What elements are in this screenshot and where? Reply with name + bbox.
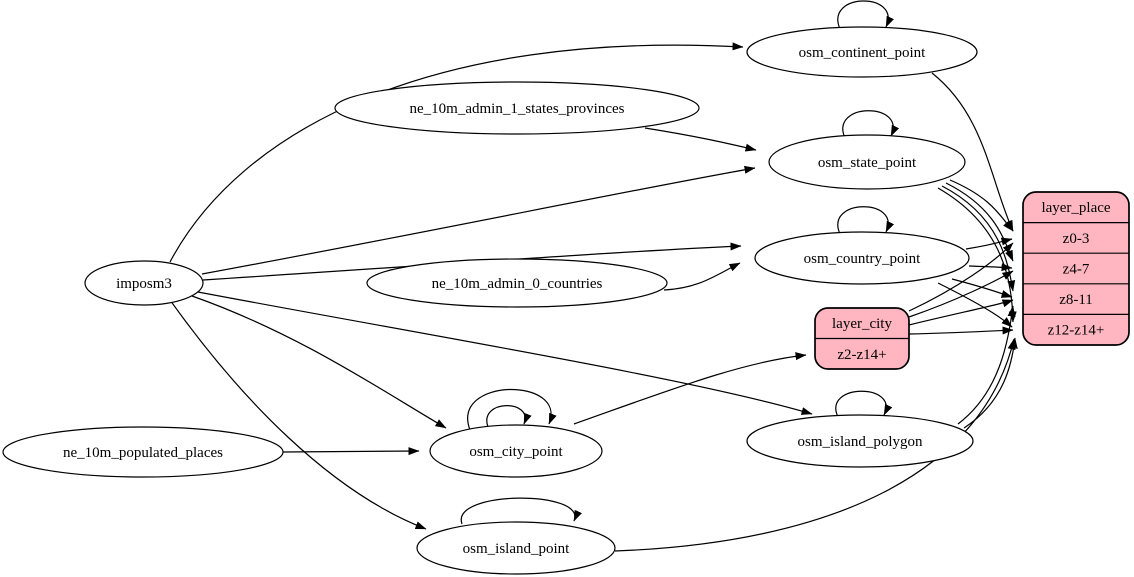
edge-imposm3-islandpolygon bbox=[197, 291, 813, 415]
node-osm-continent-point: osm_continent_point bbox=[746, 26, 978, 78]
edge-country-z8-11 bbox=[951, 278, 1013, 298]
edge-layercity-z8-11 bbox=[908, 299, 1014, 326]
imposm3-label: imposm3 bbox=[116, 276, 172, 292]
islandpoint-ellipse bbox=[416, 521, 616, 575]
edge-group bbox=[169, 0, 1018, 552]
node-ne-10m-admin-1-states-provinces: ne_10m_admin_1_states_provinces bbox=[334, 81, 700, 135]
edge-state-z4-7 bbox=[945, 182, 1014, 262]
layer-place-row-z0-3: z0-3 bbox=[1063, 231, 1090, 247]
layer-place-title: layer_place bbox=[1041, 200, 1110, 216]
edge-state-z8-11 bbox=[941, 185, 1016, 292]
imposm3-ellipse bbox=[84, 260, 204, 306]
node-imposm3: imposm3 bbox=[84, 260, 204, 306]
edge-ne0-country bbox=[663, 262, 741, 291]
islandpolygon-label: osm_island_polygon bbox=[797, 434, 923, 450]
edge-country-z0-3 bbox=[965, 237, 1013, 250]
layer-place-row-z12-z14: z12-z14+ bbox=[1048, 323, 1105, 339]
layer-city-title: layer_city bbox=[832, 316, 892, 332]
edge-continent-z0-3 bbox=[931, 72, 1014, 232]
layer-place-box bbox=[1022, 191, 1130, 346]
node-osm-country-point: osm_country_point bbox=[754, 231, 970, 285]
layer-place-row-z8-11: z8-11 bbox=[1059, 292, 1093, 308]
edge-city-layercity bbox=[573, 352, 807, 425]
edge-islandpolygon-z8-11 bbox=[957, 305, 1016, 425]
continent-label: osm_continent_point bbox=[799, 45, 926, 61]
selfloop-city-inner bbox=[486, 405, 532, 428]
selfloop-country bbox=[837, 206, 895, 235]
islandpolygon-ellipse bbox=[746, 414, 974, 468]
ne0-label: ne_10m_admin_0_countries bbox=[432, 276, 603, 292]
city-label: osm_city_point bbox=[469, 444, 563, 460]
node-osm-city-point: osm_city_point bbox=[429, 424, 603, 478]
edge-layercity-z4-7 bbox=[908, 270, 1014, 318]
edge-imposm3-islandpoint bbox=[169, 299, 427, 530]
nepop-label: ne_10m_populated_places bbox=[63, 445, 223, 461]
node-ne-10m-populated-places: ne_10m_populated_places bbox=[2, 426, 284, 478]
selfloop-city-outer bbox=[467, 388, 557, 431]
edge-state-z0-3 bbox=[949, 179, 1014, 232]
edge-imposm3-continent bbox=[169, 42, 744, 263]
node-layer-city: layer_city z2-z14+ bbox=[814, 307, 910, 370]
nepop-ellipse bbox=[2, 426, 284, 478]
edge-imposm3-city bbox=[191, 295, 447, 429]
country-ellipse bbox=[754, 231, 970, 285]
ne0-ellipse bbox=[366, 258, 668, 308]
ne1-ellipse bbox=[334, 81, 700, 135]
selfloop-islandpolygon bbox=[835, 390, 893, 418]
selfloop-islandpoint bbox=[460, 497, 582, 525]
state-ellipse bbox=[768, 134, 966, 190]
continent-ellipse bbox=[746, 26, 978, 78]
ne1-label: ne_10m_admin_1_states_provinces bbox=[410, 101, 625, 117]
node-osm-state-point: osm_state_point bbox=[768, 134, 966, 190]
islandpoint-label: osm_island_point bbox=[463, 541, 571, 557]
node-layer-place: layer_place z0-3 z4-7 z8-11 z12-z14+ bbox=[1022, 191, 1130, 346]
edge-ne1-state bbox=[644, 127, 757, 152]
selfloop-continent bbox=[837, 0, 894, 30]
node-ne-10m-admin-0-countries: ne_10m_admin_0_countries bbox=[366, 258, 668, 308]
edge-layercity-z12 bbox=[908, 326, 1014, 335]
city-ellipse bbox=[429, 424, 603, 478]
layer-place-row-z4-7: z4-7 bbox=[1063, 262, 1090, 278]
layer-city-row-z2-z14: z2-z14+ bbox=[837, 347, 886, 363]
node-osm-island-polygon: osm_island_polygon bbox=[746, 414, 974, 468]
state-label: osm_state_point bbox=[818, 155, 917, 171]
edge-imposm3-state bbox=[201, 165, 756, 275]
selfloop-state bbox=[842, 110, 900, 139]
edge-islandpolygon-z12 bbox=[963, 337, 1018, 429]
edge-islandpoint-z12 bbox=[614, 338, 1016, 552]
country-label: osm_country_point bbox=[804, 251, 921, 267]
edge-layercity-z0-3 bbox=[908, 242, 1014, 312]
node-osm-island-point: osm_island_point bbox=[416, 521, 616, 575]
edge-country-z4-7 bbox=[968, 263, 1013, 272]
edge-nepop-city bbox=[282, 447, 420, 456]
